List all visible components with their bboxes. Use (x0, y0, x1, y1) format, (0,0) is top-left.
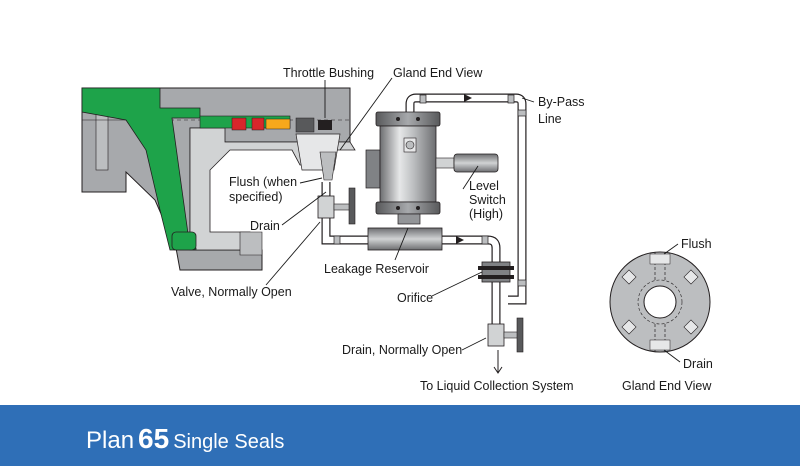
label-gland-end-view-top: Gland End View (393, 66, 483, 80)
gland-end-view (609, 251, 711, 353)
level-switch (435, 153, 499, 173)
labels: Throttle Bushing Gland End View By-Pass … (171, 66, 713, 393)
plan-65-diagram: Throttle Bushing Gland End View By-Pass … (81, 66, 713, 393)
flow-arrows (456, 94, 472, 244)
label-throttle-bushing: Throttle Bushing (283, 66, 374, 80)
label-orifice: Orifice (397, 291, 433, 305)
drain-valve (487, 317, 524, 353)
label-drain-right: Drain (683, 357, 713, 371)
label-flush-when-specified: Flush (when specified) (229, 175, 301, 204)
label-valve-normally-open: Valve, Normally Open (171, 285, 292, 299)
collection-arrow (493, 350, 503, 374)
footer-plan-number: 65 (138, 423, 170, 454)
footer-subtitle: Single Seals (173, 431, 285, 453)
label-bypass-line: By-Pass Line (538, 95, 588, 126)
label-drain-normally-open: Drain, Normally Open (342, 343, 462, 357)
leakage-reservoir (365, 111, 443, 251)
valve-normally-open (317, 187, 356, 225)
label-to-collection-system: To Liquid Collection System (420, 379, 574, 393)
label-drain-left: Drain (250, 219, 280, 233)
label-flush-right: Flush (681, 237, 712, 251)
footer-plan-word: Plan (86, 427, 135, 454)
label-leakage-reservoir: Leakage Reservoir (324, 262, 429, 276)
mechanical-seal (231, 117, 341, 181)
orifice (478, 261, 514, 283)
leader-lines (265, 77, 681, 363)
label-level-switch: Level Switch (High) (469, 179, 509, 221)
label-gland-end-view-bottom: Gland End View (622, 379, 712, 393)
